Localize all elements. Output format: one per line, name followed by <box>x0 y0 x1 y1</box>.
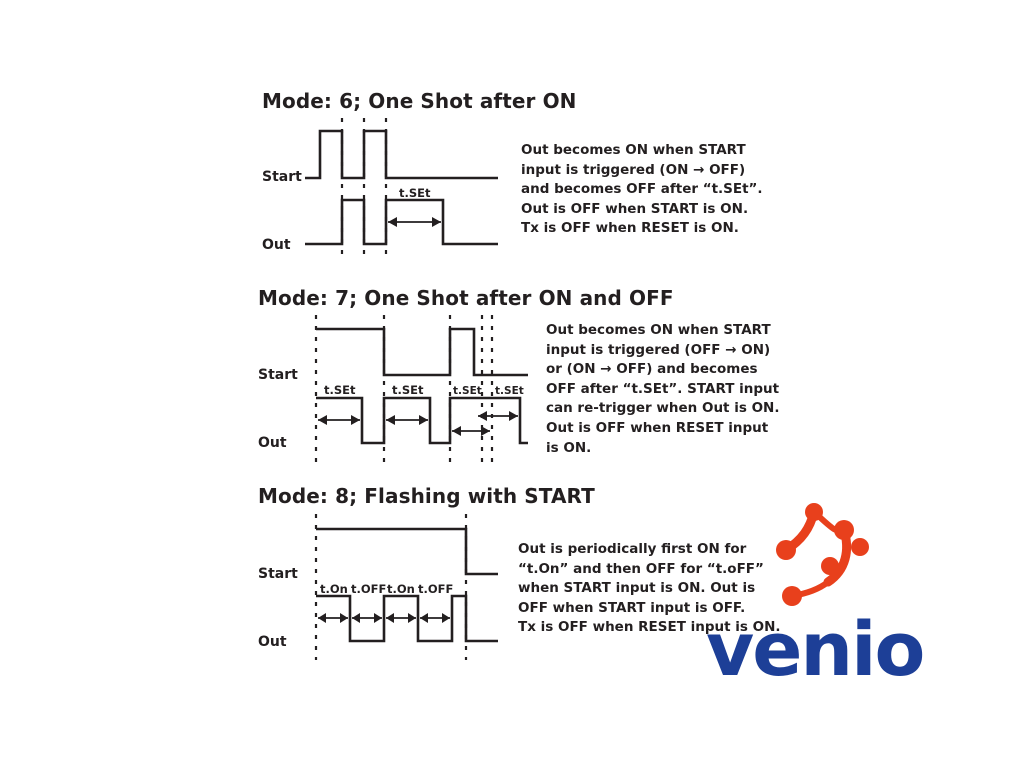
mode-7-description-line: can re-trigger when Out is ON. <box>546 400 780 417</box>
mode-7-start-waveform <box>316 327 528 377</box>
mode-7-tset-arrow-4 <box>478 411 518 421</box>
mode-6-tset-arrow <box>388 217 441 227</box>
mode-7-tset-label: t.SEt <box>392 383 424 397</box>
mode-8-description-line: Tx is OFF when RESET input is ON. <box>518 619 781 636</box>
mode-8-description-line: OFF when START input is OFF. <box>518 599 746 616</box>
mode-8-description-line: “t.On” and then OFF for “t.oFF” <box>518 560 764 577</box>
mode-7-description-line: input is triggered (OFF → ON) <box>546 341 771 358</box>
mode-6-title: Mode: 6; One Shot after ON <box>262 89 577 113</box>
mode-6-description-line: and becomes OFF after “t.SEt”. <box>521 181 763 198</box>
mode-7-description-line: Out is OFF when RESET input <box>546 419 769 436</box>
mode-8-toff-arrow-2 <box>420 613 450 623</box>
mode-6-description-line: Tx is OFF when RESET is ON. <box>521 220 739 237</box>
mode-7-tset-label: t.SEt <box>453 385 482 397</box>
mode-6-start-waveform <box>305 129 498 180</box>
mode-6-description-line: input is triggered (ON → OFF) <box>521 161 746 178</box>
mode-6-out-waveform <box>305 198 498 246</box>
mode-7-tset-arrow-3 <box>452 426 490 436</box>
mode-7-out-waveform <box>316 396 528 445</box>
mode-8-ton-arrow-2 <box>386 613 416 623</box>
mode-8-toff-label: t.OFF <box>418 582 453 596</box>
mode-8-out-waveform <box>316 594 498 643</box>
mode-6-start-label: Start <box>262 169 302 185</box>
mode-6-description-line: Out is OFF when START is ON. <box>521 200 749 217</box>
mode-7-out-label: Out <box>258 435 287 451</box>
mode-8-out-label: Out <box>258 634 287 650</box>
mode-7-description-line: OFF after “t.SEt”. START input <box>546 380 780 397</box>
mode-7-tset-label: t.SEt <box>495 385 524 397</box>
mode-8-ton-label: t.On <box>320 582 348 596</box>
mode-8-description: Out is periodically first ON for “t.On” … <box>518 540 781 638</box>
molecule-icon <box>776 503 869 606</box>
mode-8-description-line: when START input is ON. Out is <box>518 580 756 597</box>
mode-7-description-line: Out becomes ON when START <box>546 322 771 338</box>
mode-6-out-label: Out <box>262 237 291 253</box>
mode-8-toff-arrow-1 <box>352 613 382 623</box>
mode-7-tset-arrow-2 <box>386 415 428 425</box>
venio-logo-text: venio <box>706 607 925 693</box>
mode-7-description: Out becomes ON when START input is trigg… <box>546 321 779 458</box>
mode-8-description-line: Out is periodically first ON for <box>518 541 747 557</box>
mode-8-title: Mode: 8; Flashing with START <box>258 484 595 508</box>
mode-6-tset-label: t.SEt <box>399 186 431 200</box>
mode-8-ton-arrow-1 <box>318 613 348 623</box>
mode-6-description: Out becomes ON when START input is trigg… <box>521 141 763 239</box>
mode-8-start-waveform <box>316 527 498 576</box>
mode-7-title: Mode: 7; One Shot after ON and OFF <box>258 286 674 310</box>
mode-8-start-label: Start <box>258 566 298 582</box>
mode-7-description-line: is ON. <box>546 439 592 456</box>
mode-8-toff-label: t.OFF <box>351 582 386 596</box>
mode-7-tset-arrow-1 <box>318 415 360 425</box>
mode-8-ton-label: t.On <box>387 582 415 596</box>
mode-7-tset-label: t.SEt <box>324 383 356 397</box>
mode-6-description-line: Out becomes ON when START <box>521 142 746 158</box>
mode-7-description-line: or (ON → OFF) and becomes <box>546 361 758 378</box>
mode-7-start-label: Start <box>258 367 298 383</box>
